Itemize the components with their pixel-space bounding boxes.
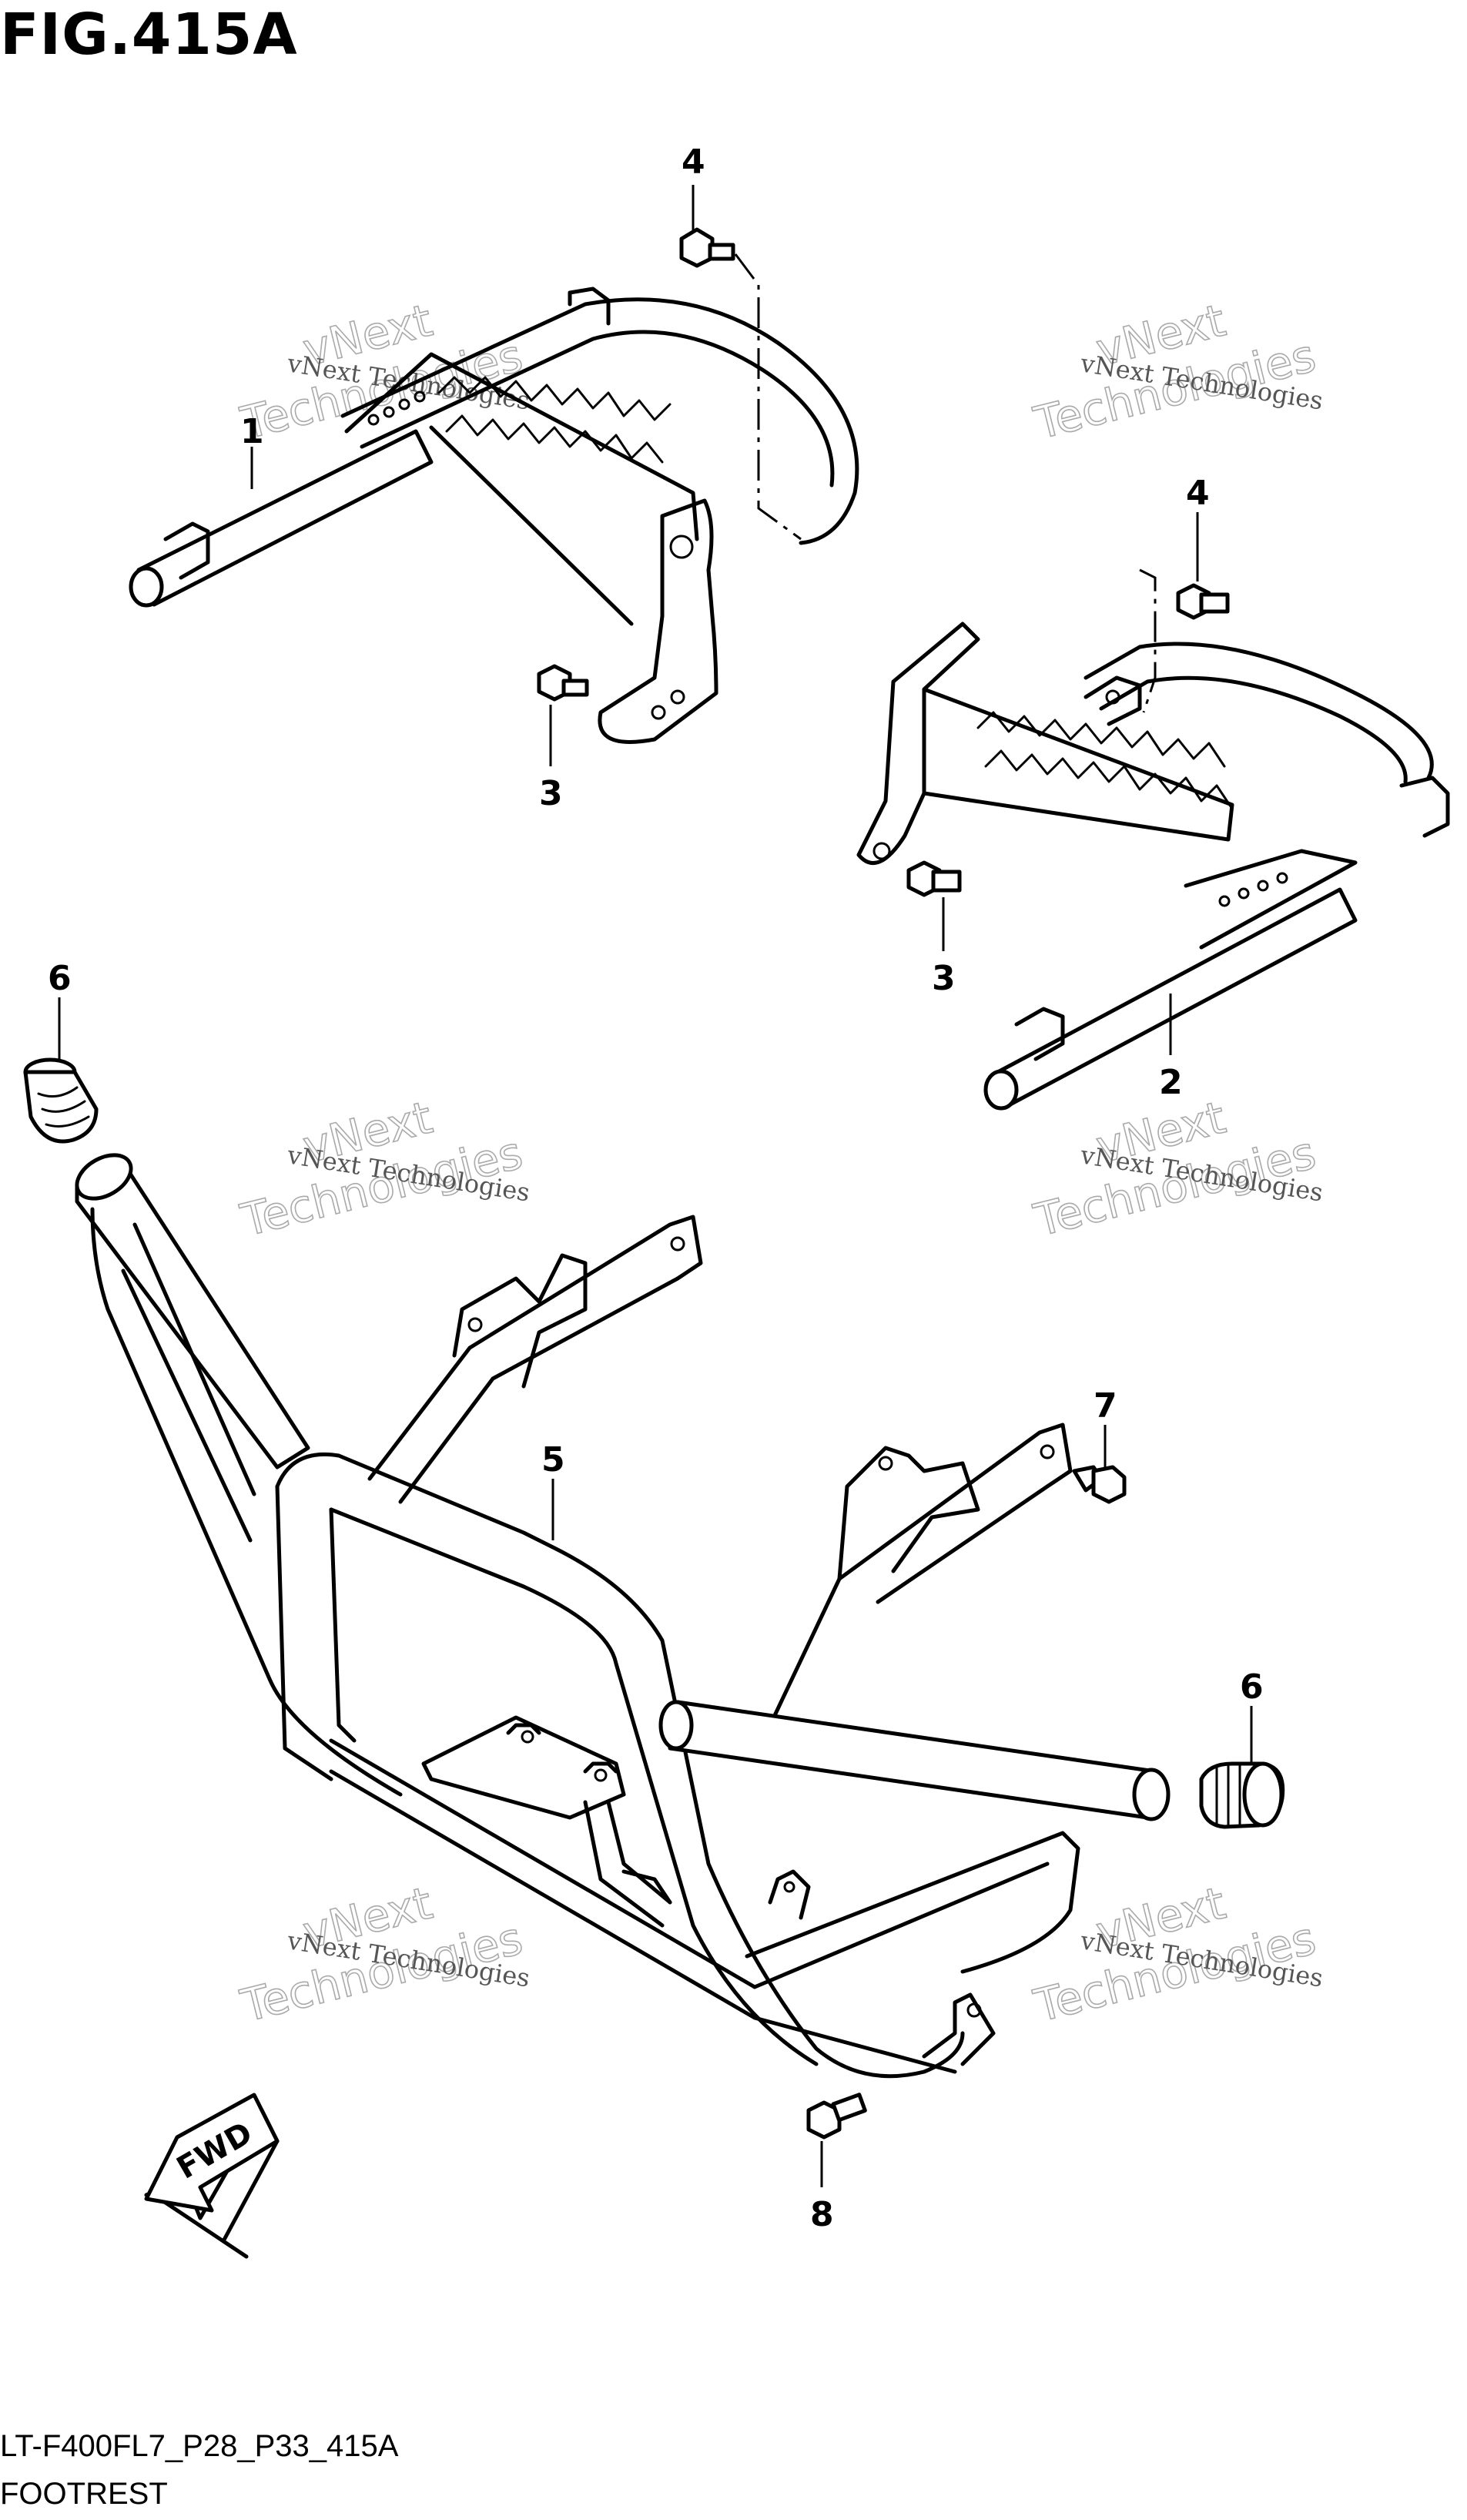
figure-caption: FOOTREST bbox=[0, 2477, 168, 2511]
bolt-3-right[interactable] bbox=[906, 860, 962, 897]
bolt-4-right[interactable] bbox=[1139, 568, 1230, 713]
figure-title: FIG.415A bbox=[0, 2, 298, 68]
bolt-7[interactable] bbox=[1072, 1465, 1127, 1504]
bolt-3-left[interactable] bbox=[537, 664, 589, 702]
callout-8: 8 bbox=[810, 2195, 834, 2234]
watermark: Technologies vNext vNext Technologies bbox=[235, 1091, 531, 1248]
callout-6: 6 bbox=[1240, 1667, 1264, 1707]
grip-end-6-left[interactable] bbox=[23, 1057, 99, 1144]
callout-5: 5 bbox=[541, 1440, 565, 1479]
footrest-left[interactable] bbox=[129, 287, 859, 744]
watermark: Technologies vNext vNext Technologies bbox=[1028, 293, 1325, 451]
bolt-8[interactable] bbox=[806, 2093, 867, 2140]
callout-2: 2 bbox=[1159, 1063, 1183, 1102]
callout-4: 4 bbox=[1186, 474, 1210, 513]
footrest-right[interactable] bbox=[856, 622, 1450, 1111]
fwd-arrow-icon: FWD bbox=[144, 2093, 280, 2259]
callout-7: 7 bbox=[1094, 1386, 1117, 1426]
watermark-group: Technologies vNext vNext Technologies Te… bbox=[235, 293, 1325, 2033]
callout-3: 3 bbox=[539, 774, 563, 813]
callout-6: 6 bbox=[48, 959, 72, 998]
leaders bbox=[58, 185, 1253, 2187]
callout-1: 1 bbox=[240, 412, 264, 451]
callout-4: 4 bbox=[682, 142, 705, 182]
bumper-frame[interactable] bbox=[69, 1146, 1171, 2079]
watermark: Technologies vNext vNext Technologies bbox=[235, 1876, 531, 2033]
figure-code: LT-F400FL7_P28_P33_415A bbox=[0, 2429, 399, 2463]
callout-3: 3 bbox=[932, 959, 956, 998]
grip-end-6-right[interactable] bbox=[1199, 1761, 1285, 1829]
watermark: Technologies vNext vNext Technologies bbox=[1028, 1091, 1325, 1248]
bolt-4-top[interactable] bbox=[679, 227, 802, 541]
callouts: 1 4 3 4 3 2 6 5 7 6 8 bbox=[48, 142, 1264, 2234]
